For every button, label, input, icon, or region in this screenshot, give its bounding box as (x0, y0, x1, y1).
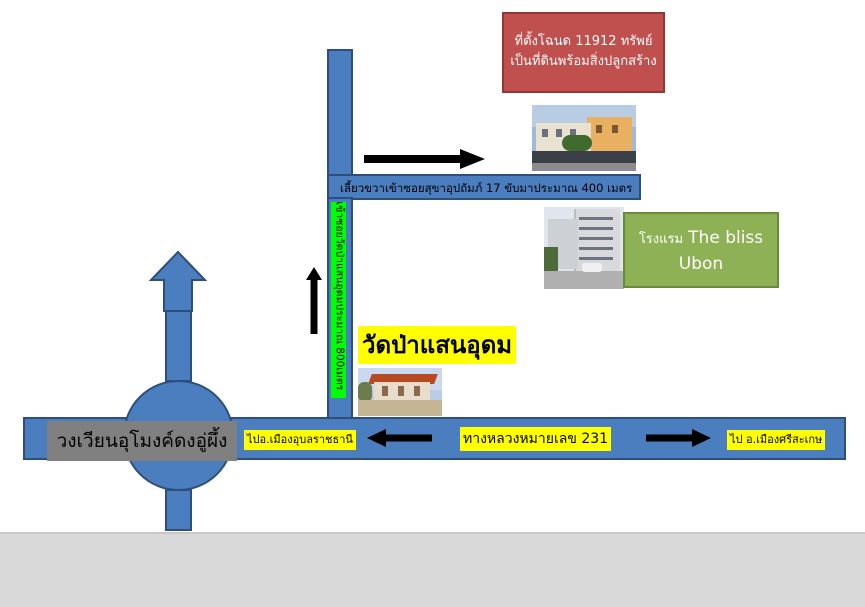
highway-label: ทางหลวงหมายเลข 231 (460, 427, 612, 451)
hotel-name-1: The bliss (688, 228, 764, 248)
property-note-line1: ที่ตั้งโฉนด 11912 ทรัพย์ (514, 34, 653, 49)
temple-photo (358, 368, 442, 416)
arrow-right-highway-icon (646, 429, 711, 447)
footer-area (0, 532, 865, 607)
side-road-label: เข้าซอยวัดป่าแสนอุดมประมาณ 800เมตร (333, 201, 346, 391)
side-road-label-bg (331, 202, 346, 398)
north-road-vertical (327, 49, 353, 177)
roundabout-road-north (165, 310, 192, 382)
left-destination-label: ไปอ.เมืองอุบลราชธานี (244, 430, 356, 450)
hotel-photo (544, 207, 624, 289)
property-note-box: ที่ตั้งโฉนด 11912 ทรัพย์ เป็นที่ดินพร้อม… (502, 12, 665, 93)
hotel-name-2: Ubon (678, 254, 724, 274)
hotel-prefix: โรงแรม (638, 232, 684, 247)
hotel-label-box: โรงแรม The bliss Ubon (623, 212, 779, 288)
turn-instruction-label: เลี้ยวขวาเข้าซอยสุขาอุปถัมภ์ 17 ขับมาประ… (340, 181, 633, 195)
roundabout-label: วงเวียนอุโมงค์ดงอู่ผึ้ง (47, 421, 237, 461)
big-arrow-up-icon (148, 250, 208, 312)
roundabout-road-south (165, 489, 192, 531)
arrow-left-icon (367, 429, 432, 447)
property-photo (532, 105, 636, 171)
right-destination-label: ไป อ.เมืองศรีสะเกษ (727, 430, 826, 450)
arrow-up-icon (306, 267, 322, 334)
soi-road-horizontal (327, 174, 641, 200)
property-note-line2: เป็นที่ดินพร้อมสิ่งปลูกสร้าง (510, 54, 657, 69)
temple-label: วัดป่าแสนอุดม (358, 326, 517, 364)
arrow-right-icon (364, 149, 485, 169)
